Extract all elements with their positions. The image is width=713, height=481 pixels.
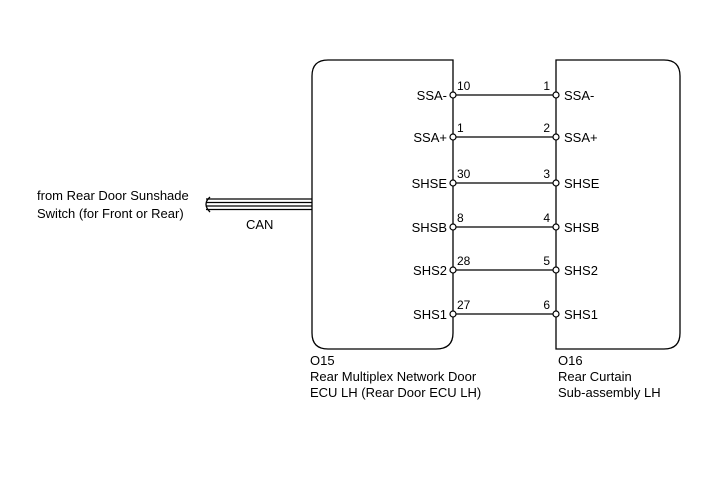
left-signal-label: SHS2	[413, 263, 447, 278]
right-terminal	[552, 179, 560, 187]
ecu-o16-name-line-2: Sub-assembly LH	[558, 385, 661, 400]
right-pin-number: 2	[543, 121, 550, 135]
left-signal-label: SHSB	[412, 220, 447, 235]
right-pin-number: 6	[543, 298, 550, 312]
left-terminal	[449, 310, 457, 318]
right-pin-number: 1	[543, 79, 550, 93]
left-terminal	[449, 133, 457, 141]
ecu-o15-box	[311, 59, 454, 350]
left-signal-label: SSA-	[417, 88, 447, 103]
ecu-o15-name-line-2: ECU LH (Rear Door ECU LH)	[310, 385, 481, 400]
left-pin-number: 30	[457, 167, 471, 181]
ecu-o16-code: O16	[558, 353, 583, 368]
left-pin-number: 10	[457, 79, 471, 93]
right-pin-number: 3	[543, 167, 550, 181]
right-signal-label: SSA-	[564, 88, 594, 103]
right-terminal	[552, 266, 560, 274]
source-label-line-2: Switch (for Front or Rear)	[37, 206, 184, 221]
ecu-o15-name-line-1: Rear Multiplex Network Door	[310, 369, 477, 384]
left-terminal	[449, 266, 457, 274]
right-pin-number: 5	[543, 254, 550, 268]
ecu-o16-box	[555, 59, 681, 350]
left-signal-label: SSA+	[413, 130, 447, 145]
left-terminal	[449, 91, 457, 99]
left-pin-number: 8	[457, 211, 464, 225]
right-pin-number: 4	[543, 211, 550, 225]
left-signal-label: SHSE	[412, 176, 448, 191]
ecu-o15-code: O15	[310, 353, 335, 368]
right-signal-label: SSA+	[564, 130, 598, 145]
right-terminal	[552, 310, 560, 318]
can-bus-cable	[205, 196, 312, 213]
can-label: CAN	[246, 217, 273, 232]
left-pin-number: 1	[457, 121, 464, 135]
right-signal-label: SHSB	[564, 220, 599, 235]
right-signal-label: SHS2	[564, 263, 598, 278]
left-terminal	[449, 223, 457, 231]
left-pin-number: 28	[457, 254, 471, 268]
left-pin-number: 27	[457, 298, 471, 312]
source-label-line-1: from Rear Door Sunshade	[37, 188, 189, 203]
left-terminal	[449, 179, 457, 187]
right-terminal	[552, 223, 560, 231]
left-signal-label: SHS1	[413, 307, 447, 322]
ecu-o16-name-line-1: Rear Curtain	[558, 369, 632, 384]
right-signal-label: SHSE	[564, 176, 600, 191]
right-signal-label: SHS1	[564, 307, 598, 322]
right-terminal	[552, 91, 560, 99]
right-terminal	[552, 133, 560, 141]
